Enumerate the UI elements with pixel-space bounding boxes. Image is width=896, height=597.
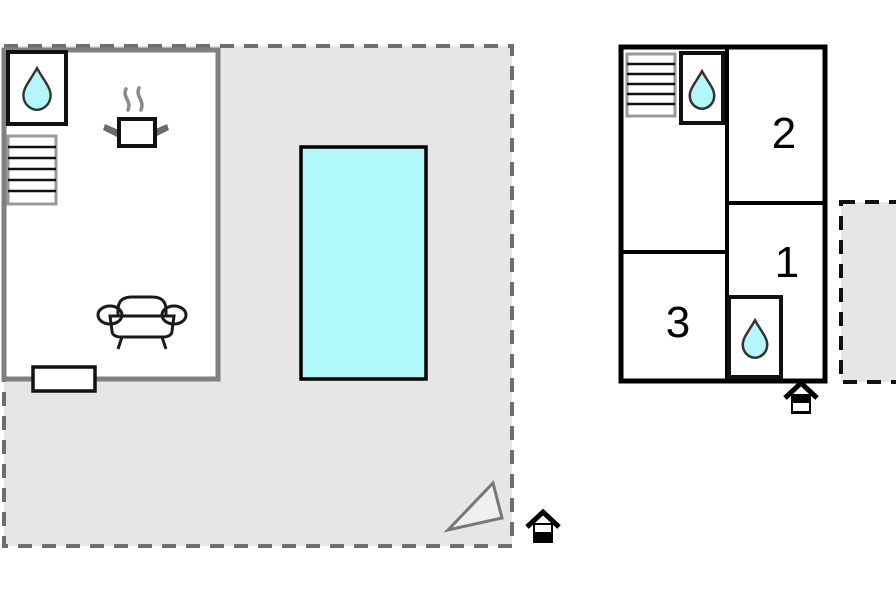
lower-bathroom-room (727, 295, 783, 379)
upper-floor-plan: 2 1 3 (618, 44, 896, 414)
room-label-3: 3 (666, 298, 690, 347)
pool-shape (299, 145, 428, 381)
sofa-icon (96, 295, 188, 350)
entry-door-element (31, 365, 97, 393)
house-icon (525, 508, 561, 543)
interior-partitions (623, 49, 823, 379)
cooking-pot-icon (103, 86, 169, 148)
house-icon (783, 379, 819, 414)
staircase (6, 134, 58, 206)
side-plot-boundary (839, 200, 896, 384)
upper-bathroom-room (679, 51, 725, 125)
room-label-1: 1 (775, 238, 799, 287)
upper-staircase (625, 52, 677, 118)
ground-floor-plan (1, 44, 561, 548)
deck-triangle-icon (443, 480, 504, 533)
room-label-2: 2 (772, 109, 796, 158)
upper-building-outline (618, 44, 828, 384)
bathroom-room (6, 50, 68, 126)
pot-body (117, 117, 157, 148)
